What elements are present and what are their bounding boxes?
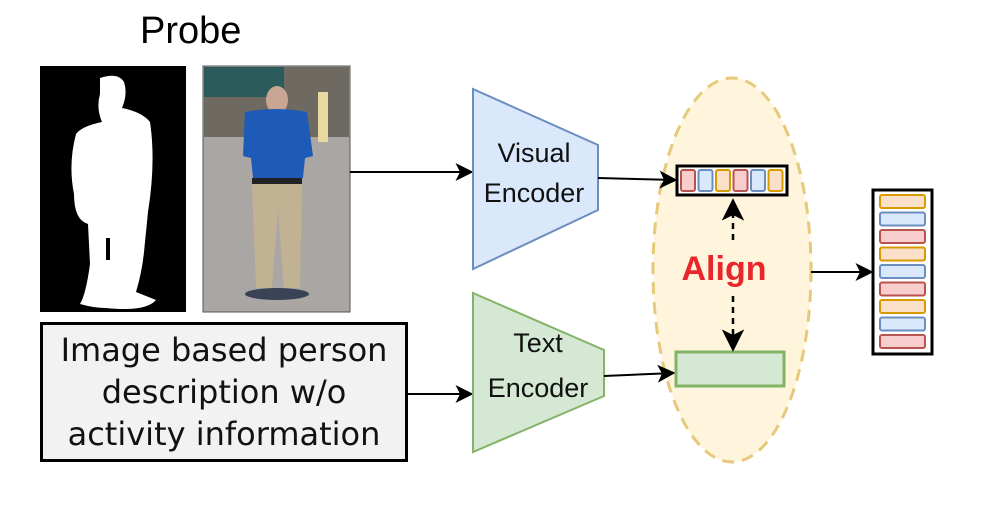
visual-encoder-label-2: Encoder	[484, 178, 585, 208]
person-description-box: Image based person description w/o activ…	[40, 322, 408, 462]
align-label: Align	[682, 250, 767, 288]
probe-title: Probe	[140, 10, 242, 52]
visual-encoder-label-1: Visual	[497, 138, 570, 168]
silhouette-image	[40, 66, 186, 312]
output-feature-cell-red	[879, 281, 926, 297]
description-line-1: Image based person	[60, 331, 388, 369]
visual-feature-cell-blue	[697, 169, 714, 192]
output-feature-cell-blue	[879, 211, 926, 227]
visual-feature-cell-orange	[715, 169, 731, 192]
output-feature-cell-blue	[879, 316, 926, 332]
arrow-text-encoder-to-feature	[603, 364, 676, 383]
output-feature-cell-orange	[879, 299, 926, 314]
text-encoder	[472, 291, 605, 454]
output-feature-cell-blue	[879, 264, 926, 279]
output-feature-cell-orange	[879, 246, 926, 262]
text-feature-vector	[674, 350, 786, 388]
text-encoder-label-1: Text	[513, 328, 563, 358]
visual-feature-cell-orange	[767, 169, 784, 192]
output-feature-cell-red	[879, 229, 926, 244]
description-line-2: description w/o	[101, 373, 347, 411]
output-feature-cell-red	[879, 334, 926, 349]
visual-feature-cell-blue	[750, 169, 766, 192]
visual-encoder	[472, 87, 599, 271]
description-line-3: activity information	[67, 415, 381, 453]
person-photo	[202, 65, 351, 313]
output-feature-vector	[871, 188, 934, 356]
visual-feature-cell-red	[680, 169, 696, 192]
arrow-visual-encoder-to-feature	[597, 170, 678, 189]
output-feature-cell-orange	[879, 194, 926, 209]
text-encoder-label-2: Encoder	[488, 373, 589, 403]
visual-feature-cell-red	[732, 169, 749, 192]
visual-feature-vector	[675, 164, 789, 197]
